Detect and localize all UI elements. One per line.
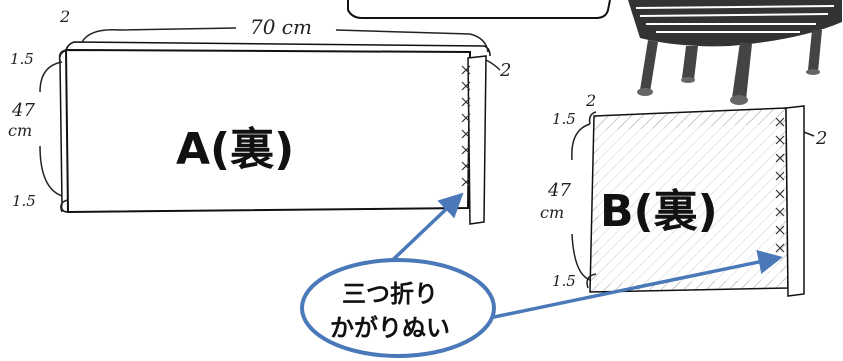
panel-b-stitching	[775, 117, 785, 253]
panel-a-height-unit: cm	[8, 121, 32, 140]
panel-b-top-margin: 2	[585, 91, 596, 110]
panel-b-right-margin: 2	[815, 128, 827, 149]
panel-b-height-unit: cm	[540, 203, 564, 222]
panel-a-left-bottom-margin: 1.5	[12, 192, 36, 210]
callout-line-1: 三つ折り	[342, 280, 438, 308]
panel-b-label: B(裏)	[600, 186, 718, 237]
panel-a-width-label: 70 cm	[250, 15, 312, 39]
panel-b-left-bottom-margin: 1.5	[552, 272, 576, 290]
top-bubble-fragment	[347, 0, 611, 19]
panel-a-height-dimension	[39, 61, 63, 197]
panel-b-height-dimension	[571, 123, 591, 281]
panel-a-right-fold	[467, 55, 487, 225]
panel-a: 70 cm 2 1.5 47 cm 1.5 2 A(裏)	[8, 7, 511, 225]
callout-line-2: かがりぬい	[330, 314, 450, 342]
callout-arrow-b	[469, 249, 783, 324]
panel-a-width-dimension	[81, 27, 489, 53]
panel-b-left-top-margin: 1.5	[552, 110, 576, 128]
panel-b: 2 1.5 47 cm 1.5 2 B(裏)	[540, 91, 827, 297]
chair-illustration	[628, 0, 842, 105]
panel-a-height-value: 47	[11, 100, 35, 121]
panel-a-label: A(裏)	[176, 124, 294, 175]
panel-a-top-margin: 2	[59, 7, 70, 26]
panel-b-height-value: 47	[547, 180, 571, 201]
panel-a-right-margin: 2	[499, 60, 511, 81]
panel-a-stitching	[461, 65, 471, 187]
callout: 三つ折り かがりぬい	[300, 192, 783, 358]
panel-b-right-fold	[785, 105, 805, 297]
callout-bubble	[300, 258, 496, 358]
panel-a-left-top-margin: 1.5	[10, 50, 34, 68]
panel-a-fabric	[64, 48, 472, 214]
